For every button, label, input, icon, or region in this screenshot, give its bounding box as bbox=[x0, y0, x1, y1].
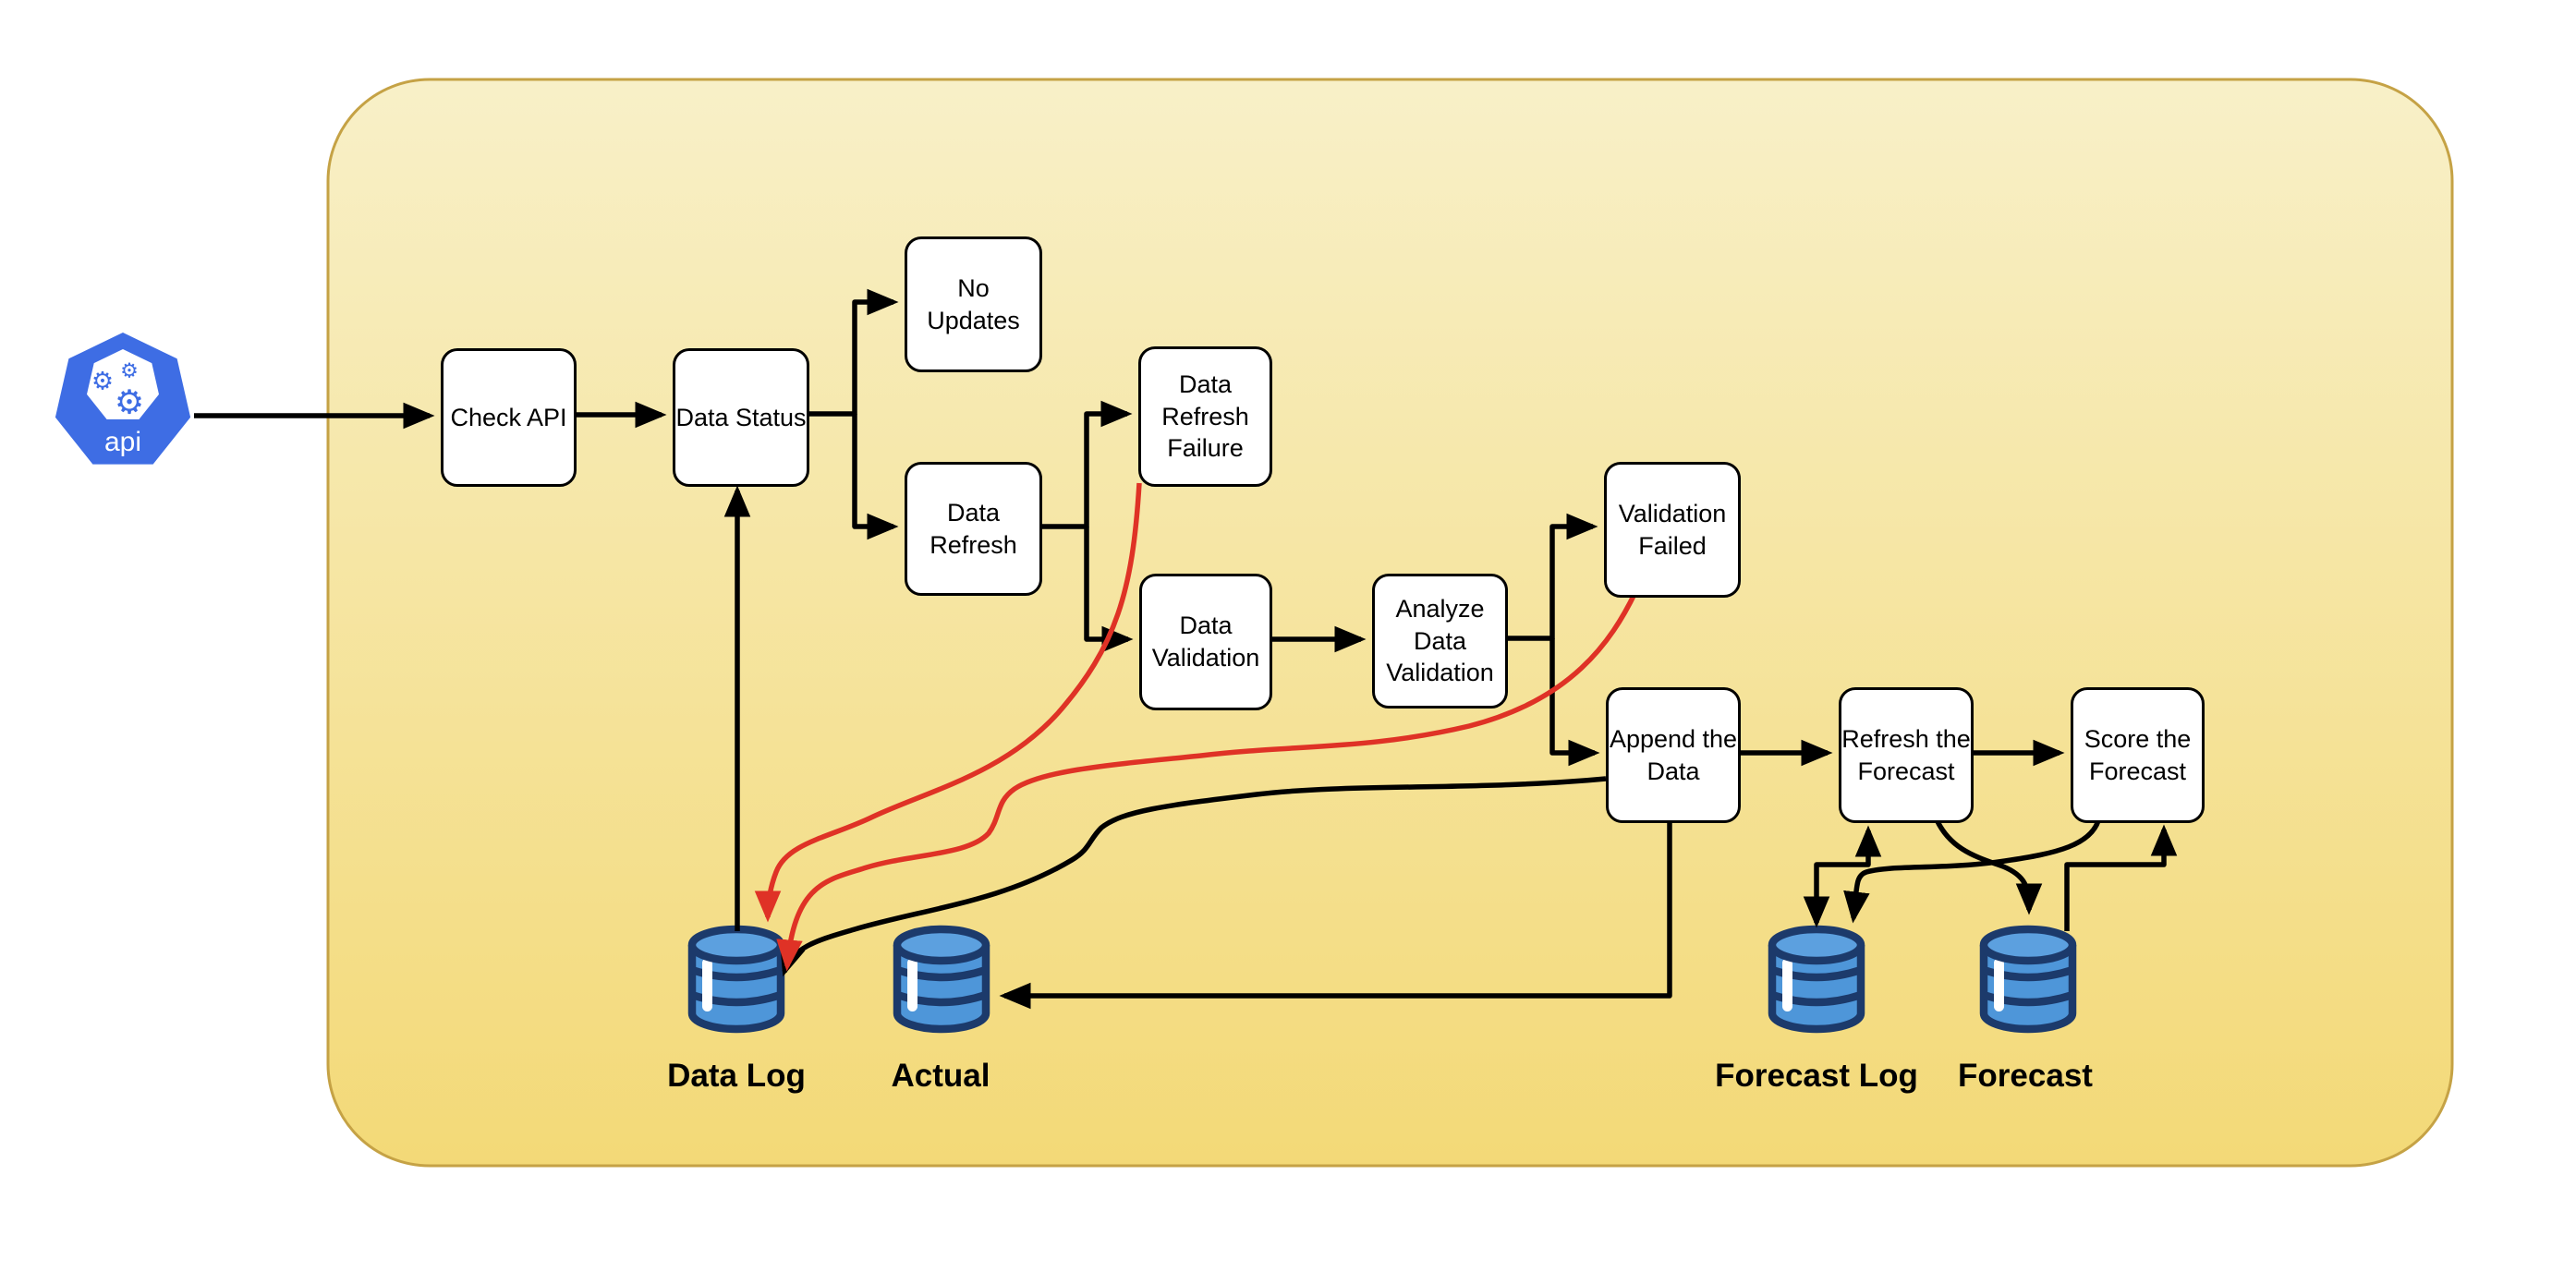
edge-append-to-actual bbox=[999, 818, 1672, 1010]
edge-forecast-to-score bbox=[2064, 824, 2178, 931]
db-label-forecast-log: Forecast Log bbox=[1715, 1058, 1918, 1094]
edges bbox=[194, 288, 2178, 1010]
database-actual bbox=[897, 929, 986, 1029]
gear-icon: ⚙ bbox=[120, 360, 139, 383]
node-no-updates: No Updates bbox=[905, 236, 1042, 372]
node-refresh-the-forecast: Refresh the Forecast bbox=[1839, 687, 1974, 823]
gear-icon: ⚙ bbox=[115, 384, 144, 422]
edge-data-status-to-no-updates bbox=[804, 288, 899, 417]
db-label-forecast: Forecast bbox=[1958, 1058, 2093, 1094]
edge-data-refresh-to-validation bbox=[1084, 527, 1134, 653]
node-check-api: Check API bbox=[441, 348, 577, 487]
edge-score-to-forecast-log bbox=[1843, 817, 2102, 924]
api-icon: ⚙ ⚙ ⚙ api bbox=[55, 333, 191, 465]
gear-icon: ⚙ bbox=[91, 368, 114, 396]
edge-analyze-to-append bbox=[1549, 638, 1600, 767]
db-label-data-log: Data Log bbox=[667, 1058, 806, 1094]
node-analyze-data-validation: Analyze Data Validation bbox=[1372, 574, 1508, 709]
database-forecast-log bbox=[1772, 929, 1861, 1029]
database-data-log bbox=[692, 929, 781, 1029]
edge-analyze-to-validation-failed bbox=[1502, 513, 1598, 641]
node-data-validation: Data Validation bbox=[1139, 574, 1272, 710]
node-data-refresh: Data Refresh bbox=[905, 462, 1042, 596]
edge-refresh-to-forecast bbox=[1933, 816, 2043, 915]
api-icon-label: api bbox=[104, 427, 141, 457]
node-data-refresh-failure: Data Refresh Failure bbox=[1138, 346, 1272, 487]
node-score-the-forecast: Score the Forecast bbox=[2071, 687, 2205, 823]
edge-validation-failed-to-data-log bbox=[776, 590, 1638, 972]
node-validation-failed: Validation Failed bbox=[1604, 462, 1741, 598]
edge-append-to-data-log bbox=[780, 776, 1607, 977]
edge-data-refresh-to-failure bbox=[1037, 400, 1133, 529]
node-append-the-data: Append the Data bbox=[1606, 687, 1741, 823]
database-forecast bbox=[1984, 929, 2072, 1029]
edge-data-status-to-data-refresh bbox=[852, 414, 899, 540]
edge-refresh-failure-to-data-log bbox=[754, 482, 1142, 923]
edge-refresh-forecast-log-bidirectional bbox=[1803, 825, 1882, 928]
node-data-status: Data Status bbox=[673, 348, 809, 487]
db-label-actual: Actual bbox=[891, 1058, 990, 1094]
api-inner-heptagon bbox=[87, 349, 159, 419]
